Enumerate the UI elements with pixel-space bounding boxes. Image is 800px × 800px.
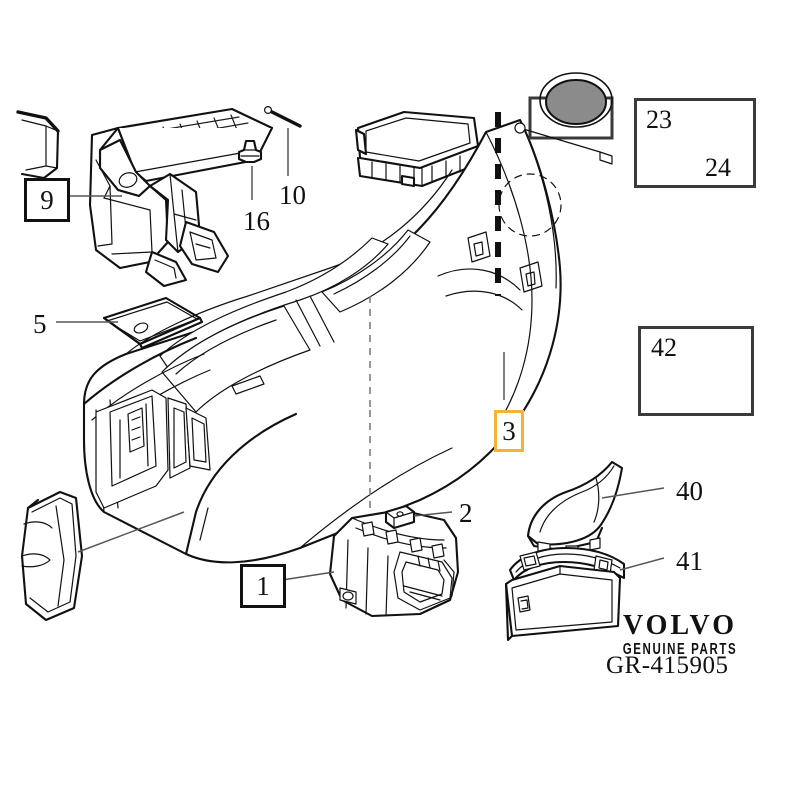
- volvo-wordmark: VOLVO: [623, 610, 737, 641]
- callout-3-label: 3: [502, 415, 516, 446]
- callout-3-highlighted[interactable]: 3: [494, 410, 524, 452]
- callout-1[interactable]: 1: [240, 564, 286, 608]
- genuine-parts-tagline: GENUINE PARTS: [622, 642, 738, 659]
- callout-40-label: 40: [676, 476, 703, 506]
- part-retainer-clip: [237, 139, 263, 164]
- part-storage-tray: [354, 110, 480, 188]
- callout-5[interactable]: 5: [33, 311, 47, 338]
- callout-1-label: 1: [256, 570, 270, 601]
- inset-speaker-partial: [514, 72, 614, 153]
- callout-41[interactable]: 41: [676, 548, 703, 575]
- callout-9-label: 9: [40, 184, 54, 215]
- callout-23-label[interactable]: 23: [646, 105, 672, 134]
- callout-2[interactable]: 2: [459, 500, 473, 527]
- callout-10-label: 10: [279, 180, 306, 210]
- part-console-bracket: [328, 508, 460, 618]
- callout-9[interactable]: 9: [24, 178, 70, 222]
- inset-fasteners: 23 24: [634, 98, 756, 188]
- volvo-brand-block: VOLVO GENUINE PARTS: [608, 610, 752, 659]
- inset-spring-clips: 42: [638, 326, 754, 416]
- callout-41-label: 41: [676, 546, 703, 576]
- part-gear-lever-boot: [526, 460, 624, 557]
- callout-40[interactable]: 40: [676, 478, 703, 505]
- callout-16-label: 16: [243, 206, 270, 236]
- part-number: GR-415905: [606, 652, 729, 679]
- leader-lines: [56, 118, 714, 581]
- part-left-side-trim: [20, 490, 185, 622]
- part-side-trim-panel: [504, 546, 626, 642]
- callout-16[interactable]: 16: [243, 208, 270, 235]
- callout-5-label: 5: [33, 309, 47, 339]
- callout-2-label: 2: [459, 498, 473, 528]
- callout-10[interactable]: 10: [279, 182, 306, 209]
- part-pin: [264, 105, 302, 128]
- callout-42-label[interactable]: 42: [651, 333, 677, 362]
- callout-24-label[interactable]: 24: [705, 153, 731, 182]
- part-fastener-clip: [384, 504, 416, 530]
- part-armrest-assembly: [88, 107, 274, 288]
- part-centre-console-body: [82, 118, 613, 564]
- part-edge-bracket: [16, 110, 60, 180]
